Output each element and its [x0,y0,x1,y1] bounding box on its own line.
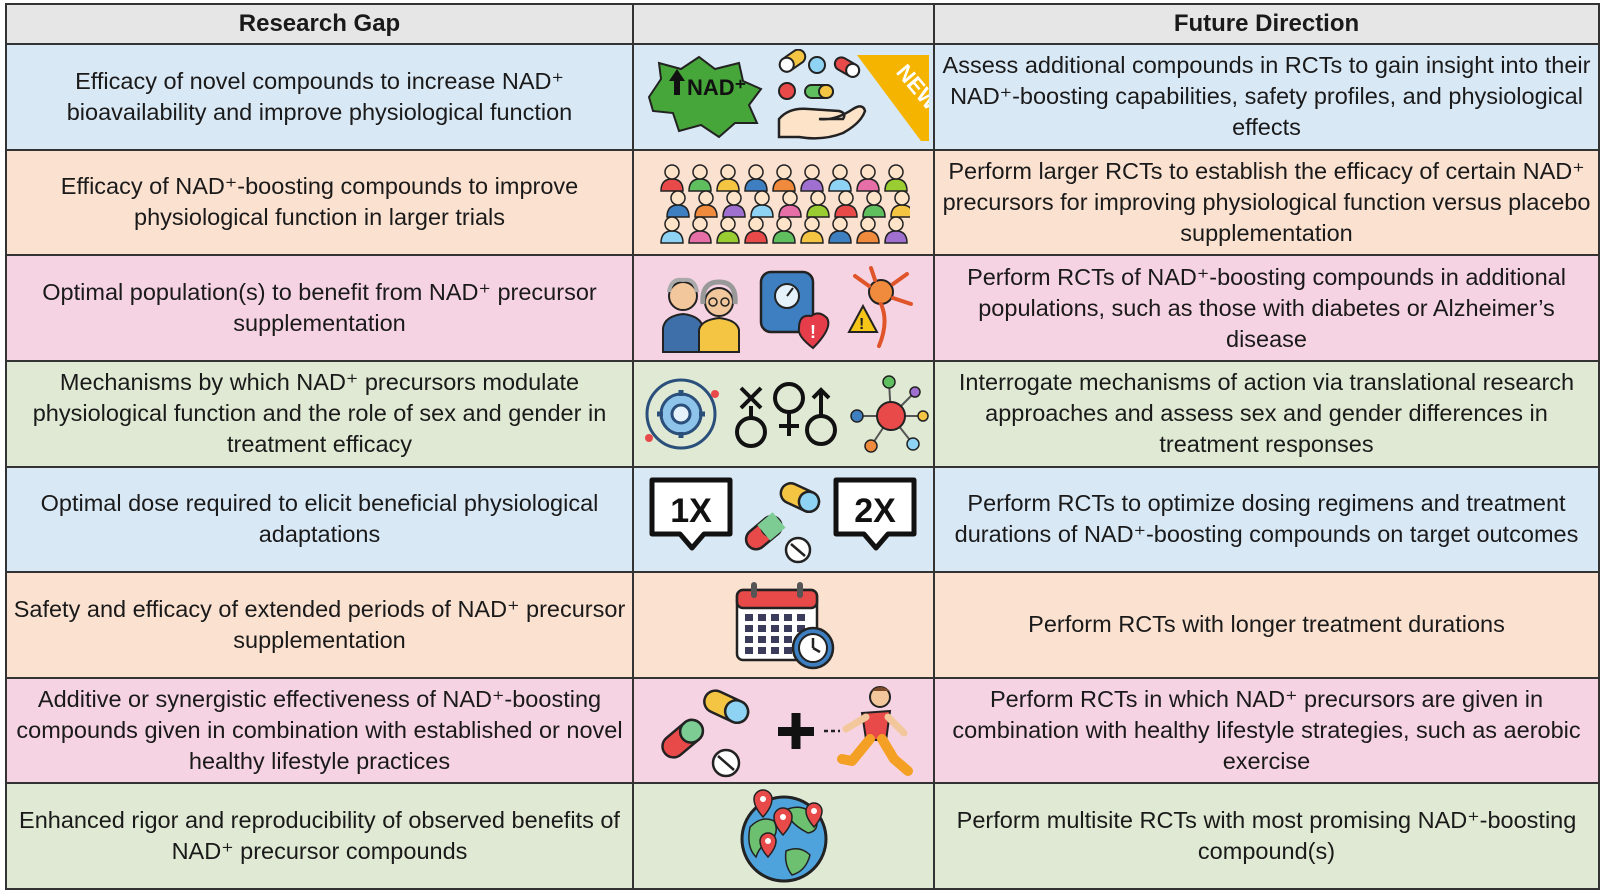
research-gap-cell: Safety and efficacy of extended periods … [5,571,634,679]
dosing-icon: 1X 2X [634,468,933,572]
nad-new-compounds-icon: NAD⁺ NEW [634,45,933,149]
header-icon-column [632,3,935,45]
future-direction-cell: Perform RCTs to optimize dosing regimens… [933,465,1600,574]
header-research-gap: Research Gap [5,3,634,45]
header-future-direction: Future Direction [933,3,1600,45]
research-gap-cell: Optimal dose required to elicit benefici… [5,465,634,574]
future-direction-cell: Perform multisite RCTs with most promisi… [933,782,1600,890]
table-row: Mechanisms by which NAD⁺ precursors modu… [5,359,1600,468]
mechanisms-gender-icon [634,362,933,466]
nad-badge-text: NAD⁺ [687,75,746,100]
table-row: Optimal dose required to elicit benefici… [5,465,1600,574]
future-direction-cell: Perform RCTs of NAD⁺-boosting compounds … [933,254,1600,362]
research-gaps-table: Research Gap Future Direction Efficacy o… [5,3,1600,890]
future-direction-cell: Assess additional compounds in RCTs to g… [933,43,1600,151]
future-direction-cell: Perform RCTs in which NAD⁺ precursors ar… [933,676,1600,785]
pills-plus-runner-icon [634,679,933,783]
table-row: Efficacy of novel compounds to increase … [5,43,1600,151]
table-row: Efficacy of NAD⁺-boosting compounds to i… [5,148,1600,257]
table-row: Additive or synergistic effectiveness of… [5,676,1600,785]
future-direction-cell: Interrogate mechanisms of action via tra… [933,359,1600,468]
research-gap-cell: Optimal population(s) to benefit from NA… [5,254,634,362]
calendar-clock-icon [634,573,933,677]
svg-text:!: ! [810,322,816,342]
dose-label-2x: 2X [854,492,896,530]
table-row: Optimal population(s) to benefit from NA… [5,254,1600,362]
research-gap-cell: Enhanced rigor and reproducibility of ob… [5,782,634,890]
research-gap-cell: Additive or synergistic effectiveness of… [5,676,634,785]
future-direction-cell: Perform larger RCTs to establish the eff… [933,148,1600,257]
svg-text:!: ! [859,316,864,333]
research-gap-cell: Mechanisms by which NAD⁺ precursors modu… [5,359,634,468]
future-direction-cell: Perform RCTs with longer treatment durat… [933,571,1600,679]
populations-icon: ! ! [634,256,933,360]
research-gap-cell: Efficacy of NAD⁺-boosting compounds to i… [5,148,634,257]
table-row: Safety and efficacy of extended periods … [5,571,1600,679]
header-row: Research Gap Future Direction [5,3,1600,45]
table-row: Enhanced rigor and reproducibility of ob… [5,782,1600,890]
research-gaps-table-container: Research Gap Future Direction Efficacy o… [5,3,1600,890]
globe-pins-icon [634,784,933,888]
dose-label-1x: 1X [670,492,712,530]
large-crowd-icon [634,151,933,255]
research-gap-cell: Efficacy of novel compounds to increase … [5,43,634,151]
